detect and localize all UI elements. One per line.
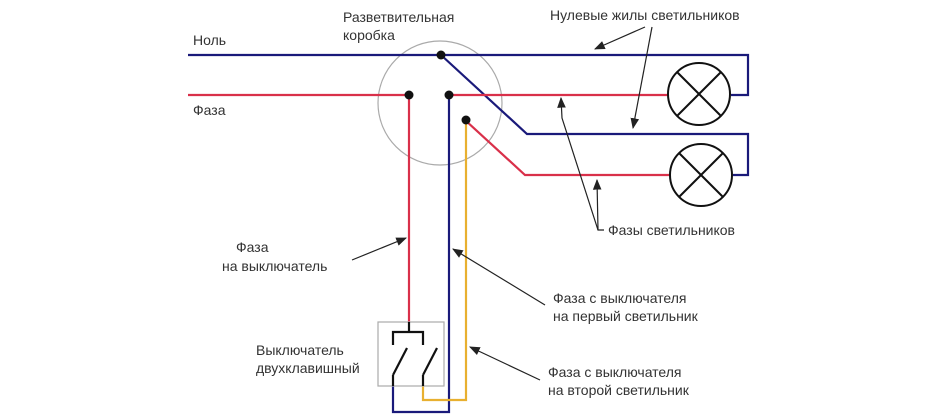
neutral-second-lamp-wire bbox=[440, 54, 750, 177]
lamp-icon bbox=[669, 143, 733, 207]
double-switch-icon bbox=[377, 321, 445, 387]
phase-second-lamp-wire bbox=[464, 119, 670, 177]
neutral-main-wire bbox=[188, 53, 750, 97]
lamp-neutrals-label: Нулевые жилы светильников bbox=[550, 7, 740, 23]
lamp-icon bbox=[667, 62, 731, 126]
switch-to-second-lamp-wire bbox=[421, 120, 468, 402]
junction-dot bbox=[404, 90, 414, 100]
junction-dot bbox=[436, 50, 446, 60]
junction-box bbox=[377, 40, 503, 166]
neutral-label: Ноль bbox=[193, 32, 226, 48]
junction-dot bbox=[461, 115, 471, 125]
lamp-phases-label: Фазы светильников bbox=[608, 222, 735, 238]
switch-to-first-lamp-wire bbox=[391, 95, 451, 414]
annotation-arrows bbox=[351, 26, 653, 381]
phase-label: Фаза bbox=[193, 102, 226, 118]
junction-dot bbox=[444, 90, 454, 100]
